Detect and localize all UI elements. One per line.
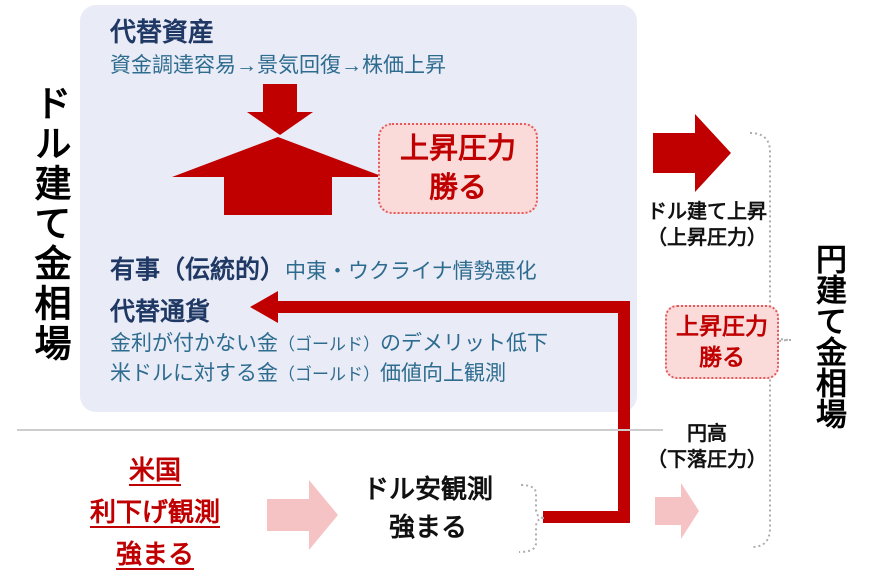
dollar-rise-caption: ドル建て上昇 （上昇圧力）: [636, 199, 778, 251]
alt-currency-title: 代替通貨: [110, 298, 211, 326]
crisis-desc: 中東・ウクライナ情勢悪化: [285, 260, 537, 283]
yen-high-caption: 円高 （下落圧力）: [636, 421, 778, 473]
us-rate-cut-line1: 米国: [128, 455, 181, 485]
alt-currency-line1: 金利が付かない金（ゴールド）のデメリット低下: [110, 327, 548, 357]
alt-asset-desc: 資金調達容易→景気回復→株価上昇: [110, 54, 446, 77]
pressure-wins-main-line2: 勝る: [428, 171, 487, 204]
crisis-line: 有事（伝統的）中東・ウクライナ情勢悪化: [110, 250, 537, 286]
yen-high-arrow-icon: [655, 483, 699, 539]
alt-currency-line1-c: のデメリット低下: [380, 332, 548, 355]
us-rate-cut-line2: 利下げ観測: [89, 497, 220, 528]
pressure-wins-right-line2: 勝る: [699, 344, 745, 370]
alt-currency-line2-c: 価値向上観測: [380, 362, 506, 385]
dollar-rise-line2: （上昇圧力）: [647, 227, 767, 249]
yen-high-line2: （下落圧力）: [647, 449, 767, 471]
alt-currency-line1-gold: （ゴールド）: [278, 335, 380, 354]
crisis-title: 有事（伝統的）: [110, 256, 286, 284]
dollar-weak-line1: ドル安観測: [362, 474, 493, 504]
dollar-weak-brace-icon: [518, 484, 546, 553]
dollar-gold-market-label: ドル建て金相場: [29, 84, 70, 364]
pressure-wins-badge-main: 上昇圧力 勝る: [378, 123, 538, 214]
us-rate-cut-line3: 強まる: [115, 539, 194, 570]
yen-high-line1: 円高: [687, 423, 727, 445]
alt-currency-line1-a: 金利が付かない金: [110, 332, 278, 355]
alt-currency-line2: 米ドルに対する金（ゴールド）価値向上観測: [110, 357, 506, 387]
dollar-weak-caption: ドル安観測 強まる: [346, 471, 510, 546]
alt-currency-line2-gold: （ゴールド）: [278, 365, 380, 384]
pressure-wins-main-line1: 上昇圧力: [399, 133, 516, 166]
us-ratecut-arrow-icon: [267, 480, 338, 550]
yen-gold-market-label: 円建て金相場: [811, 243, 846, 429]
dollar-rise-line1: ドル建て上昇: [647, 201, 767, 223]
us-rate-cut-caption: 米国 利下げ観測 強まる: [66, 449, 244, 575]
alt-asset-title: 代替資産: [110, 17, 215, 47]
pressure-wins-badge-right: 上昇圧力 勝る: [665, 305, 779, 379]
pressure-wins-right-line1: 上昇圧力: [676, 312, 768, 339]
dollar-weak-line2: 強まる: [388, 511, 467, 542]
alt-currency-line2-a: 米ドルに対する金: [110, 362, 278, 385]
dollar-rise-arrow-icon: [653, 114, 731, 192]
